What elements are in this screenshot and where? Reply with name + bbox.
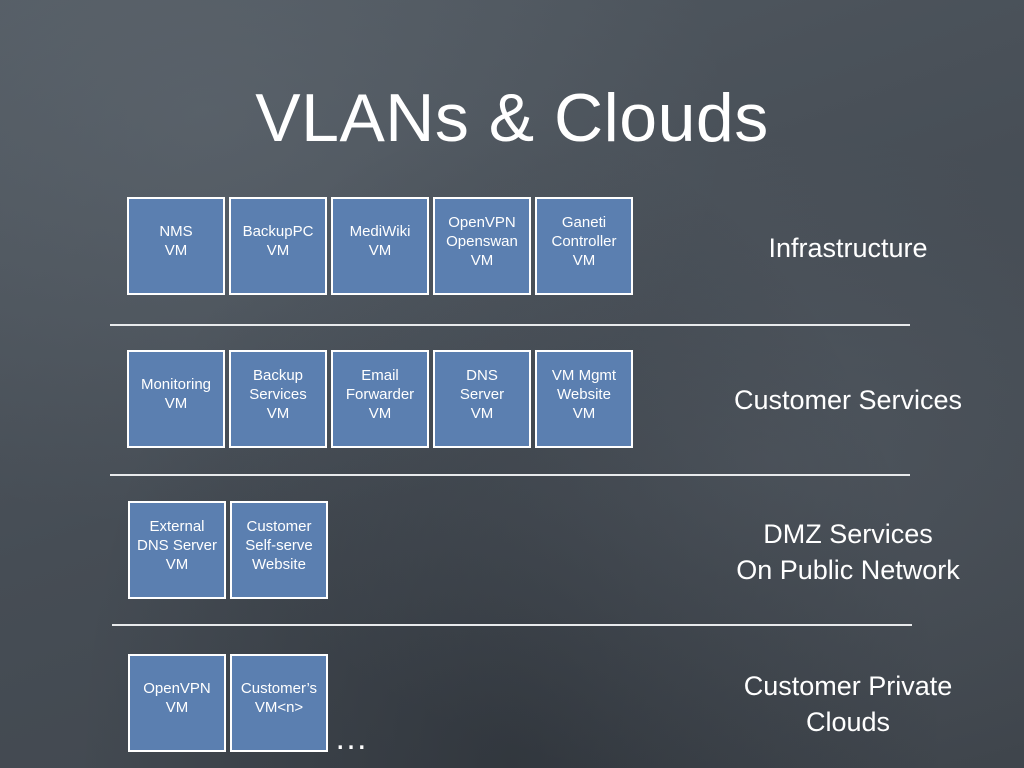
vm-box-line: Website <box>557 385 611 403</box>
continuation-ellipsis: … <box>334 719 368 757</box>
tier-label-customer-services: Customer Services <box>703 382 993 418</box>
vm-box-line: VM <box>572 251 596 269</box>
ganeti-controller-vm-box: Ganeti Controller VM <box>535 197 633 295</box>
tier-label-customer-private-clouds: Customer Private Clouds <box>703 668 993 740</box>
vm-box-line: Website <box>252 555 306 573</box>
vm-box-line: VM<n> <box>254 699 304 716</box>
slide-title: VLANs & Clouds <box>255 80 769 156</box>
tier-infrastructure-row: NMS VM BackupPC VM MediWiki VM OpenVPN O… <box>127 197 637 295</box>
tier-label-line: Customer Private <box>743 671 953 701</box>
backup-services-vm-box: Backup Services VM <box>229 350 327 448</box>
vm-box-line: DNS Server <box>136 536 218 554</box>
email-forwarder-vm-box: Email Forwarder VM <box>331 350 429 448</box>
tier-label-dmz-services: DMZ Services On Public Network <box>703 516 993 588</box>
vm-box-line: BackupPC <box>242 223 314 240</box>
vm-box-line: VM <box>266 404 290 422</box>
openvpn-vm-box: OpenVPN VM <box>128 654 226 752</box>
vm-mgmt-website-vm-box: VM Mgmt Website VM <box>535 350 633 448</box>
vm-box-line: Self-serve <box>245 536 313 554</box>
tier-label-line: DMZ Services <box>763 519 933 549</box>
vm-box-line: MediWiki <box>349 223 411 240</box>
nms-vm-box: NMS VM <box>127 197 225 295</box>
vm-box-line: Controller <box>551 232 617 250</box>
tier-label-line: On Public Network <box>736 555 960 585</box>
vm-box-line: VM <box>164 242 188 259</box>
external-dns-server-vm-box: External DNS Server VM <box>128 501 226 599</box>
tier-customer-private-clouds-row: OpenVPN VM Customer’s VM<n> <box>128 654 332 752</box>
vm-box-line: VM <box>368 242 392 259</box>
tier-label-infrastructure: Infrastructure <box>703 230 993 266</box>
tier-customer-services-row: Monitoring VM Backup Services VM Email F… <box>127 350 637 448</box>
tier-label-line: Infrastructure <box>768 233 928 263</box>
vm-box-line: VM Mgmt <box>551 366 617 384</box>
vm-box-line: Monitoring <box>140 376 212 393</box>
vm-box-line: Services <box>249 385 307 403</box>
vm-box-line: External <box>149 517 205 535</box>
vm-box-line: VM <box>572 404 596 422</box>
vm-box-line: Customer’s <box>240 680 318 697</box>
vm-box-line: VM <box>470 251 494 269</box>
tier-label-line: Customer Services <box>733 385 963 415</box>
dns-server-vm-box: DNS Server VM <box>433 350 531 448</box>
vm-box-line: DNS <box>466 366 498 384</box>
vm-box-line: NMS <box>159 223 193 240</box>
vm-box-line: VM <box>470 404 494 422</box>
openvpn-openswan-vm-box: OpenVPN Openswan VM <box>433 197 531 295</box>
vm-box-line: Backup <box>252 366 304 384</box>
vm-box-line: VM <box>368 404 392 422</box>
vm-box-line: Email <box>361 366 399 384</box>
tier-divider <box>110 324 910 326</box>
vm-box-line: Forwarder <box>345 385 415 403</box>
customer-vm-n-box: Customer’s VM<n> <box>230 654 328 752</box>
customer-self-serve-website-box: Customer Self-serve Website <box>230 501 328 599</box>
monitoring-vm-box: Monitoring VM <box>127 350 225 448</box>
vm-box-line: VM <box>165 555 189 573</box>
vm-box-line: VM <box>165 699 189 716</box>
tier-label-line: Clouds <box>805 707 891 737</box>
backuppc-vm-box: BackupPC VM <box>229 197 327 295</box>
vm-box-line: VM <box>266 242 290 259</box>
vm-box-line: Customer <box>246 517 312 535</box>
tier-dmz-services-row: External DNS Server VM Customer Self-ser… <box>128 501 332 599</box>
vm-box-line: Server <box>459 385 505 403</box>
vm-box-line: Ganeti <box>561 213 607 231</box>
vm-box-line: OpenVPN <box>143 680 211 697</box>
tier-divider <box>110 474 910 476</box>
vm-box-line: VM <box>164 395 188 412</box>
vm-box-line: Openswan <box>446 232 518 250</box>
vm-box-line: OpenVPN <box>448 213 516 231</box>
tier-divider <box>112 624 912 626</box>
mediwiki-vm-box: MediWiki VM <box>331 197 429 295</box>
